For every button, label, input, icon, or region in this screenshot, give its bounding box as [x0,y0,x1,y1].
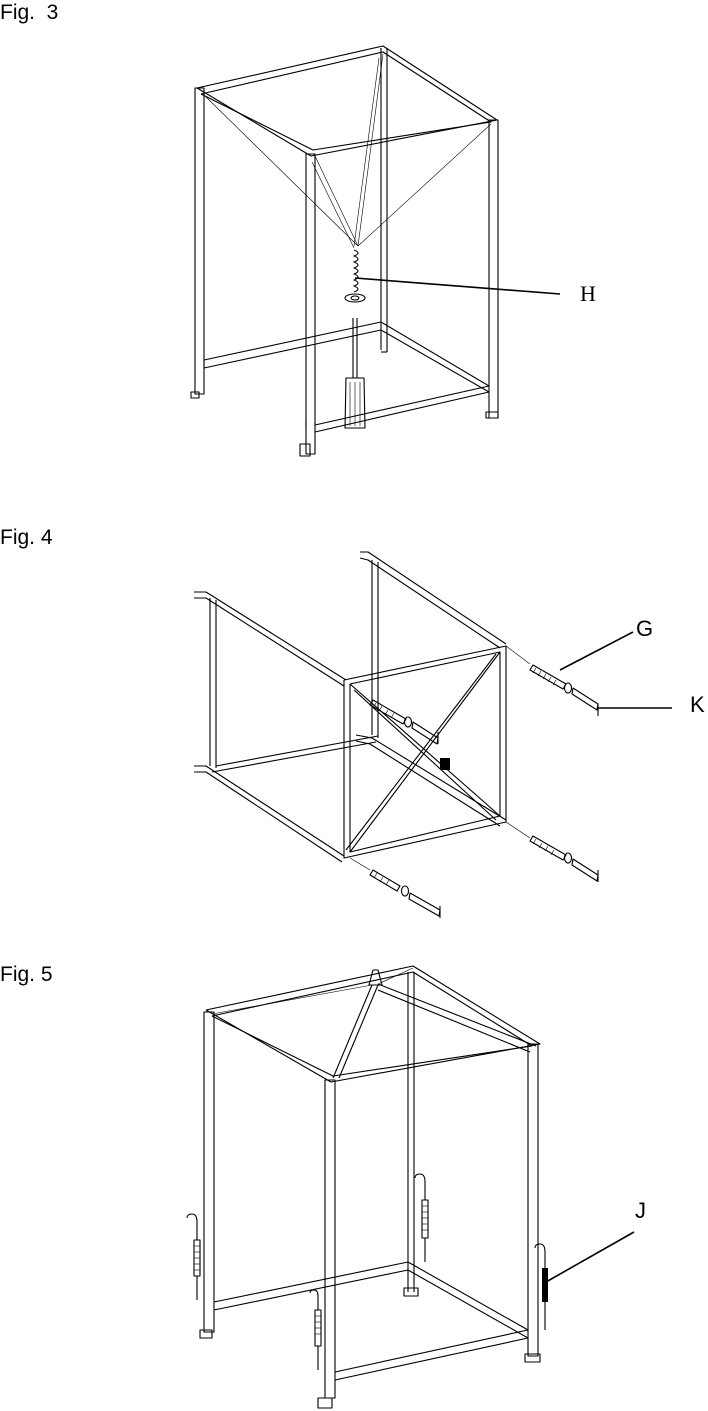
fig5-spring-hook-back [415,1174,428,1262]
fig5-peak-braces [212,968,536,1078]
fig5-spring-hook-front-mid [310,1290,321,1370]
fig5-legs [204,972,538,1398]
fig5-spring-hook-front-left [187,1214,200,1300]
callout-j: J [635,1200,646,1222]
fig5-bottom-frame [214,1262,528,1380]
fig5-spring-hook-right [535,1244,548,1330]
fig5-leader-j [546,1232,634,1282]
fig5-top-frame [206,966,540,1082]
fig5-feet [200,1288,540,1408]
